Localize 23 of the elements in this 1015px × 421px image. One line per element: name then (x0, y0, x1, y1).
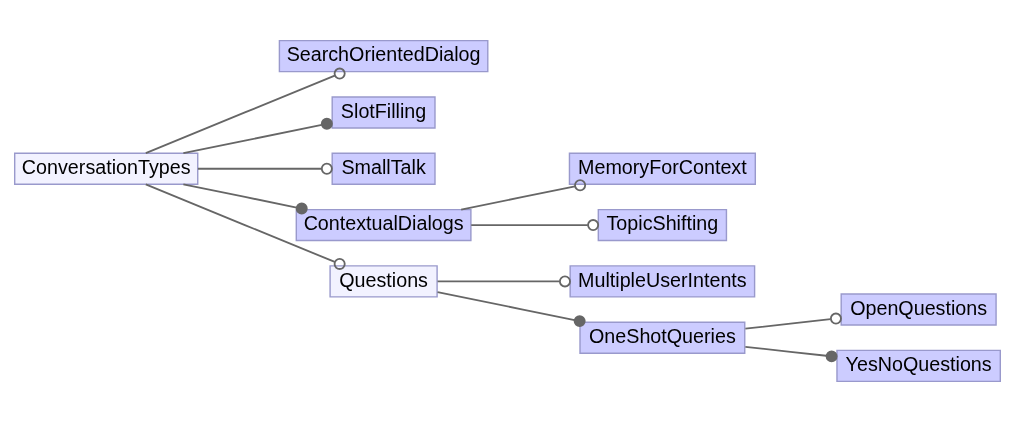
node-box: MemoryForContext (568, 152, 756, 185)
connector (182, 117, 333, 154)
connector (460, 178, 587, 210)
connector (436, 274, 571, 287)
connector (197, 162, 333, 175)
node-box: YesNoQuestions (836, 349, 1001, 382)
node-box: ContextualDialogs (295, 208, 472, 241)
connector (744, 312, 842, 330)
node-box: ConversationTypes (14, 152, 199, 185)
connector (144, 183, 346, 270)
node-box: SlotFilling (331, 95, 436, 129)
node-box: OpenQuestions (840, 292, 997, 326)
connector (144, 67, 346, 154)
node-box: TopicShifting (597, 208, 728, 241)
connector (436, 290, 586, 327)
node-box: SearchOrientedDialog (278, 39, 489, 72)
connector (470, 218, 600, 231)
node-box: Questions (329, 264, 438, 298)
connector (744, 345, 838, 362)
node-box: MultipleUserIntents (569, 264, 756, 298)
connector (182, 182, 308, 215)
node-box: SmallTalk (331, 152, 436, 185)
node-box: OneShotQueries (579, 321, 746, 354)
